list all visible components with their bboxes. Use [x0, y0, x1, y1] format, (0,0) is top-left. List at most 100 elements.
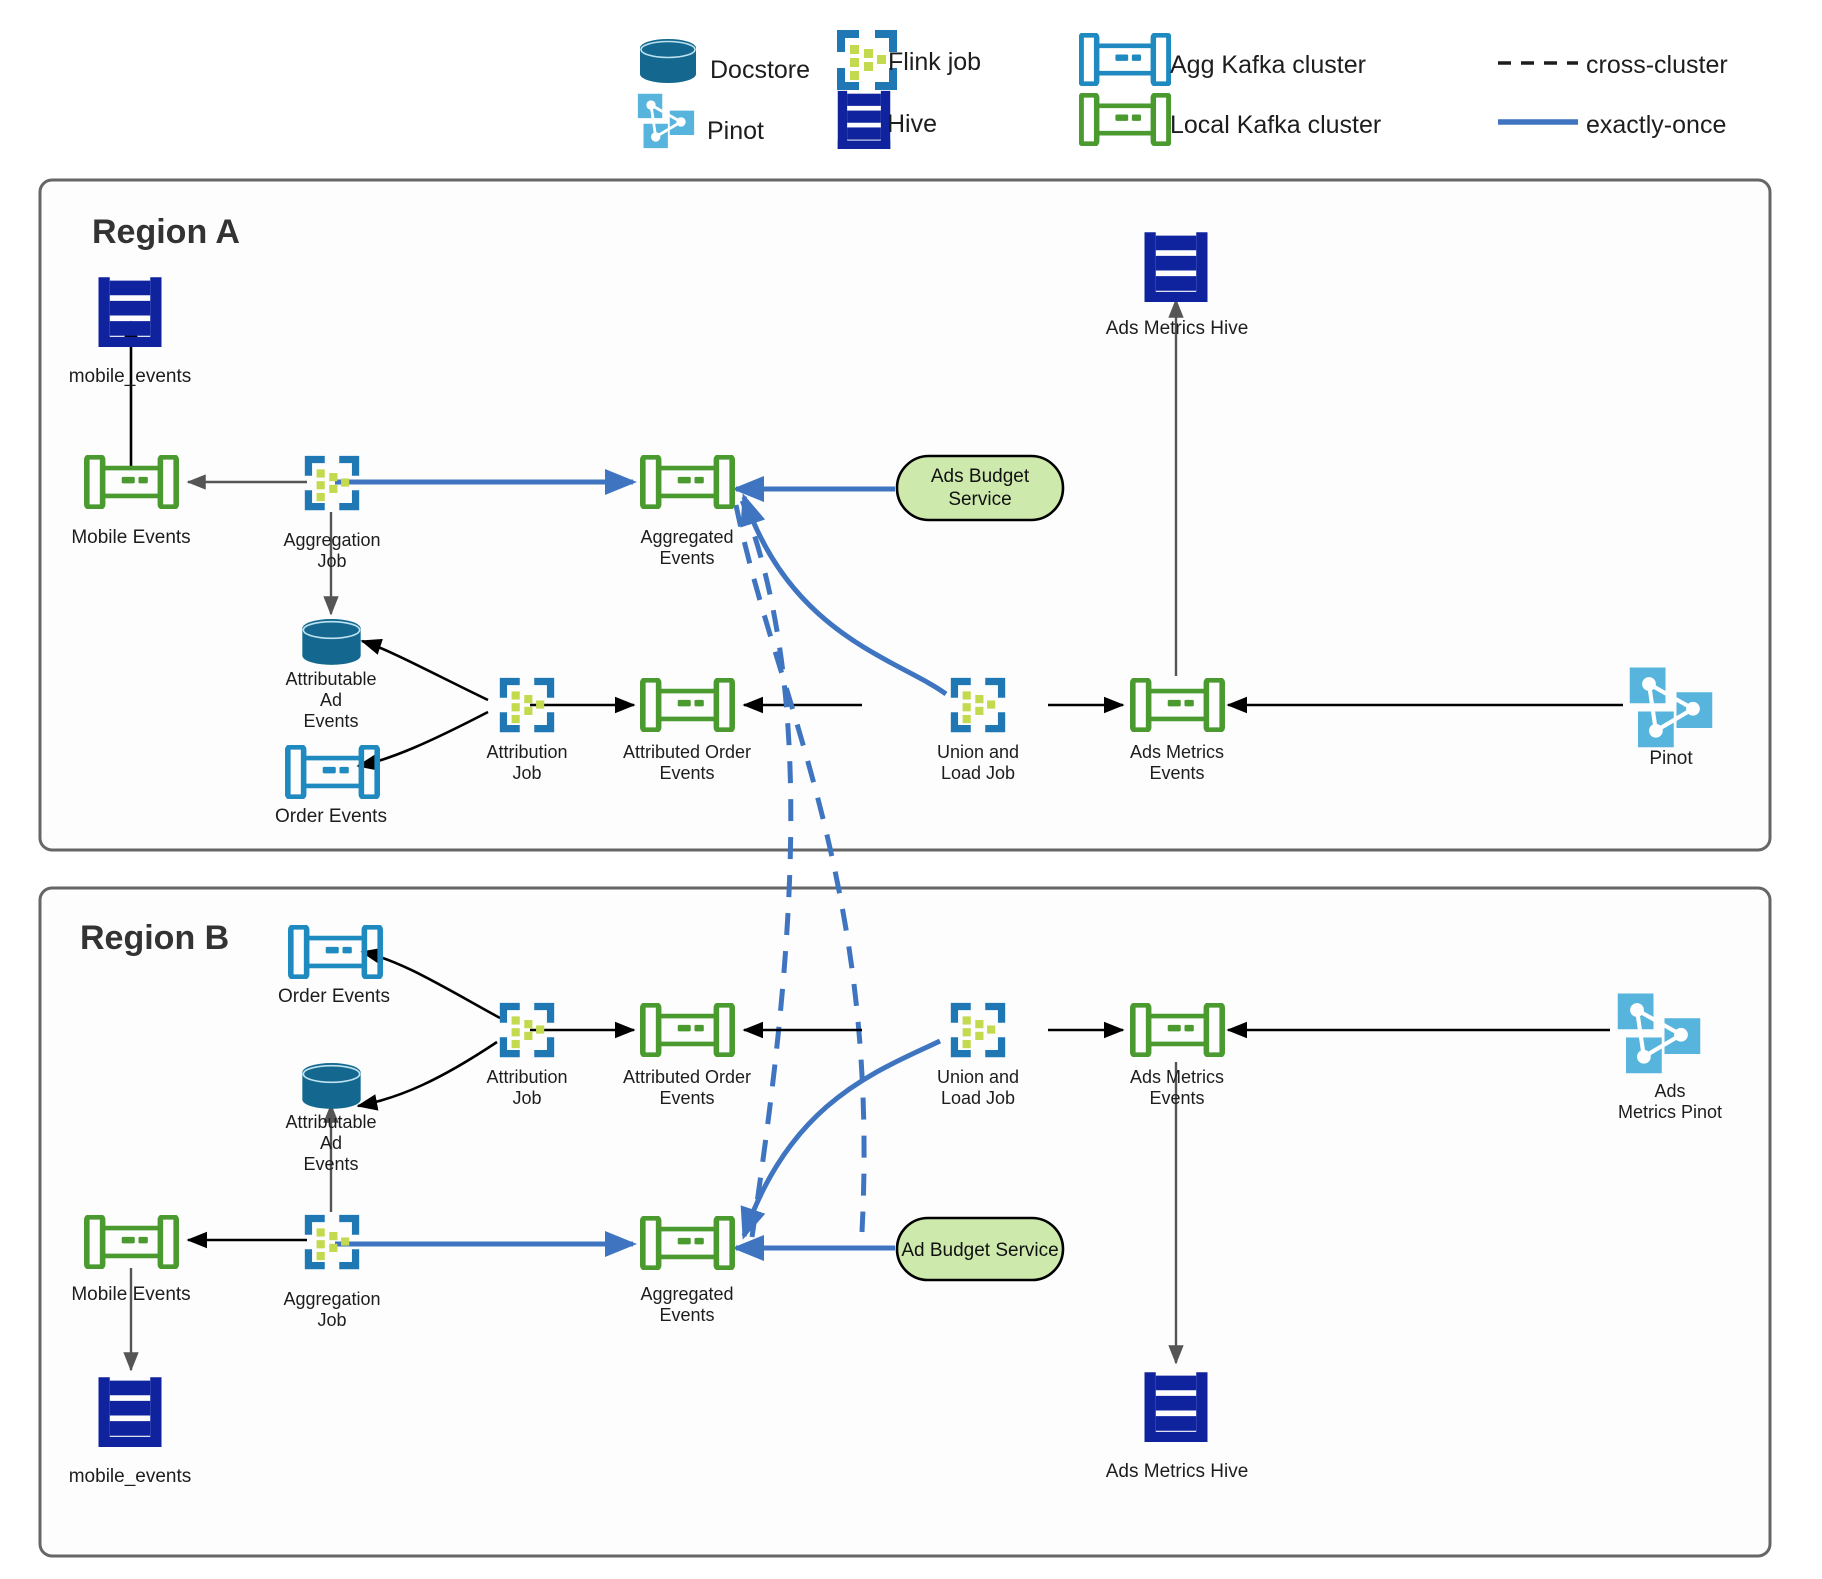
node-label-line1: Attributed Order [623, 1067, 751, 1087]
node-a-aggregation-job[interactable]: Aggregation Job Aggregation Job [266, 455, 397, 571]
node-label-line2: Events [1149, 1088, 1204, 1108]
legend-label-agg-kafka: Agg Kafka cluster [1170, 51, 1366, 79]
node-a-aggregated-events[interactable]: Aggregated Events Aggregated Events [610, 457, 763, 568]
docstore-icon [301, 618, 362, 666]
node-b-attribution-job[interactable]: Attribution Job Attribution Job [469, 1002, 584, 1108]
node-b-ads-metrics-hive[interactable]: Ads Metrics Hive [1106, 1372, 1249, 1482]
node-a-ads-metrics-events[interactable]: Ads Metrics Events Ads Metrics Events [1100, 680, 1254, 783]
legend-item-pinot: Pinot [636, 92, 764, 150]
edge-b-attrjob-to-orderevents [360, 947, 501, 1020]
node-a-ads-budget-service[interactable]: Ads Budget Service Ads Budget Service [895, 454, 1065, 522]
node-label-line2: Events [1149, 763, 1204, 783]
node-label: Order Events [278, 986, 390, 1007]
region-b-edges [123, 947, 1610, 1372]
node-label-line2: Events [659, 763, 714, 783]
legend-item-flink-job: Flink job [837, 30, 981, 90]
edge-b-unionjob-to-aggevents-exactly-once [740, 1038, 942, 1240]
node-label: Mobile Events [71, 527, 190, 548]
node-b-mobile-events-kafka[interactable]: Mobile Events [71, 1217, 191, 1305]
node-a-mobile-events-kafka[interactable]: Mobile Events [71, 457, 191, 548]
node-label-line3: Events [303, 1154, 358, 1174]
service-pill [895, 454, 1065, 522]
node-label-line2: Service [948, 489, 1011, 510]
node-label-line2: Job [317, 551, 346, 571]
node-label-line1: Attributed Order [623, 742, 751, 762]
node-label-line2: Ad [320, 1133, 342, 1153]
node-b-ads-metrics-events[interactable]: Ads Metrics Events Ads Metrics Events [1100, 1005, 1254, 1108]
legend-label-flink-job: Flink job [888, 48, 981, 76]
edge-a-unionjob-to-aggevents-exactly-once [740, 493, 948, 697]
region-a-nodes: mobile_events Mobile Events Aggregation … [69, 232, 1713, 827]
node-label-line1: Aggregation [283, 1289, 380, 1309]
node-b-aggregation-job[interactable]: Aggregation Job Aggregation Job [266, 1214, 397, 1330]
region-b-title: Region B [80, 919, 229, 957]
node-b-attributed-order-events[interactable]: Attributed Order Events Attributed Order… [593, 1005, 781, 1108]
node-label: Order Events [275, 806, 387, 827]
node-label-line1: Ads [1654, 1081, 1685, 1101]
node-a-pinot[interactable]: Pinot [1630, 668, 1713, 770]
node-label-line1: Union and [937, 742, 1019, 762]
node-b-attributable-ad-events[interactable]: Attributable Ad Events Attributable Ad E… [242, 1062, 419, 1174]
legend-label-docstore: Docstore [710, 56, 810, 84]
legend: Docstore Flink job Agg Kafka cluster Pin… [636, 30, 1728, 150]
region-b-container [38, 886, 1772, 1558]
node-label: Ads Metrics Hive [1106, 1461, 1249, 1482]
edge-b-unionjob-to-a-aggevents-cross-cluster [739, 499, 794, 1238]
service-pill [895, 1216, 1065, 1282]
node-label-line2: Metrics Pinot [1618, 1102, 1722, 1122]
node-label-line2: Load Job [941, 763, 1015, 783]
region-a-container [38, 178, 1772, 852]
node-a-order-events[interactable]: Order Events [275, 747, 387, 827]
node-label: mobile_events [69, 366, 192, 387]
legend-item-docstore: Docstore [639, 38, 810, 84]
node-label-line1: Union and [937, 1067, 1019, 1087]
legend-label-local-kafka: Local Kafka cluster [1170, 111, 1381, 139]
docstore-icon [301, 1062, 362, 1110]
edge-a-attrjob-to-orderevents [356, 710, 489, 771]
node-label-line1: Aggregated [640, 1284, 733, 1304]
docstore-icon [639, 38, 697, 84]
legend-label-pinot: Pinot [707, 117, 764, 145]
node-label-line1: Attribution [486, 1067, 567, 1087]
legend-label-cross-cluster: cross-cluster [1586, 51, 1728, 79]
edge-a-unionjob-to-b-aggevents-cross-cluster [733, 504, 867, 1233]
node-b-aggregated-events[interactable]: Aggregated Events Aggregated Events [610, 1218, 763, 1325]
node-b-order-events[interactable]: Order Events [278, 927, 390, 1007]
node-label-line2: Events [659, 1088, 714, 1108]
node-a-union-and-load-job[interactable]: Union and Load Job Union and Load Job [897, 677, 1058, 783]
node-b-mobile-events-hive[interactable]: mobile_events [69, 1377, 192, 1487]
legend-item-hive: Hive [837, 90, 937, 149]
node-a-attribution-job[interactable]: Attribution Job Attribution Job [469, 677, 584, 783]
node-label: Mobile Events [71, 1284, 190, 1305]
legend-label-hive: Hive [887, 110, 937, 138]
node-label-line1: Aggregated [640, 527, 733, 547]
node-label-line1: Ads Budget [931, 466, 1030, 487]
node-a-attributed-order-events[interactable]: Attributed Order Events Attributed Order… [593, 680, 781, 783]
node-a-ads-metrics-hive[interactable]: Ads Metrics Hive [1106, 232, 1249, 339]
node-label-line2: Events [659, 1305, 714, 1325]
node-label-line2: Job [512, 763, 541, 783]
node-b-ad-budget-service[interactable]: Ad Budget Service [895, 1216, 1065, 1282]
node-label-line2: Job [317, 1310, 346, 1330]
legend-item-exactly-once: exactly-once [1498, 111, 1726, 139]
legend-item-agg-kafka: Agg Kafka cluster [1081, 35, 1366, 84]
region-a-title: Region A [92, 213, 240, 251]
node-a-mobile-events-hive[interactable]: mobile_events [69, 277, 192, 387]
node-label: Pinot [1649, 748, 1693, 769]
node-label-line3: Events [303, 711, 358, 731]
legend-item-local-kafka: Local Kafka cluster [1081, 95, 1381, 144]
node-label-line2: Ad [320, 690, 342, 710]
legend-item-cross-cluster: cross-cluster [1498, 51, 1728, 79]
node-b-union-and-load-job[interactable]: Union and Load Job Union and Load Job [897, 1002, 1058, 1108]
node-a-attributable-ad-events[interactable]: Attributable Ad Events Attributable Ad E… [242, 618, 419, 731]
node-label-line2: Events [659, 548, 714, 568]
node-label-line1: Attributable [285, 1112, 376, 1132]
node-label-line1: Ads Metrics [1130, 742, 1224, 762]
legend-label-exactly-once: exactly-once [1586, 111, 1726, 139]
node-b-ads-metrics-pinot[interactable]: Ads Metrics Pinot Ads Metrics Pinot [1600, 994, 1740, 1123]
node-label: mobile_events [69, 1466, 192, 1487]
cross-cluster-edges [733, 499, 867, 1238]
node-label-line2: Load Job [941, 1088, 1015, 1108]
edge-a-attrjob-to-docstore [360, 638, 489, 702]
edge-b-attrjob-to-docstore [356, 1040, 498, 1111]
